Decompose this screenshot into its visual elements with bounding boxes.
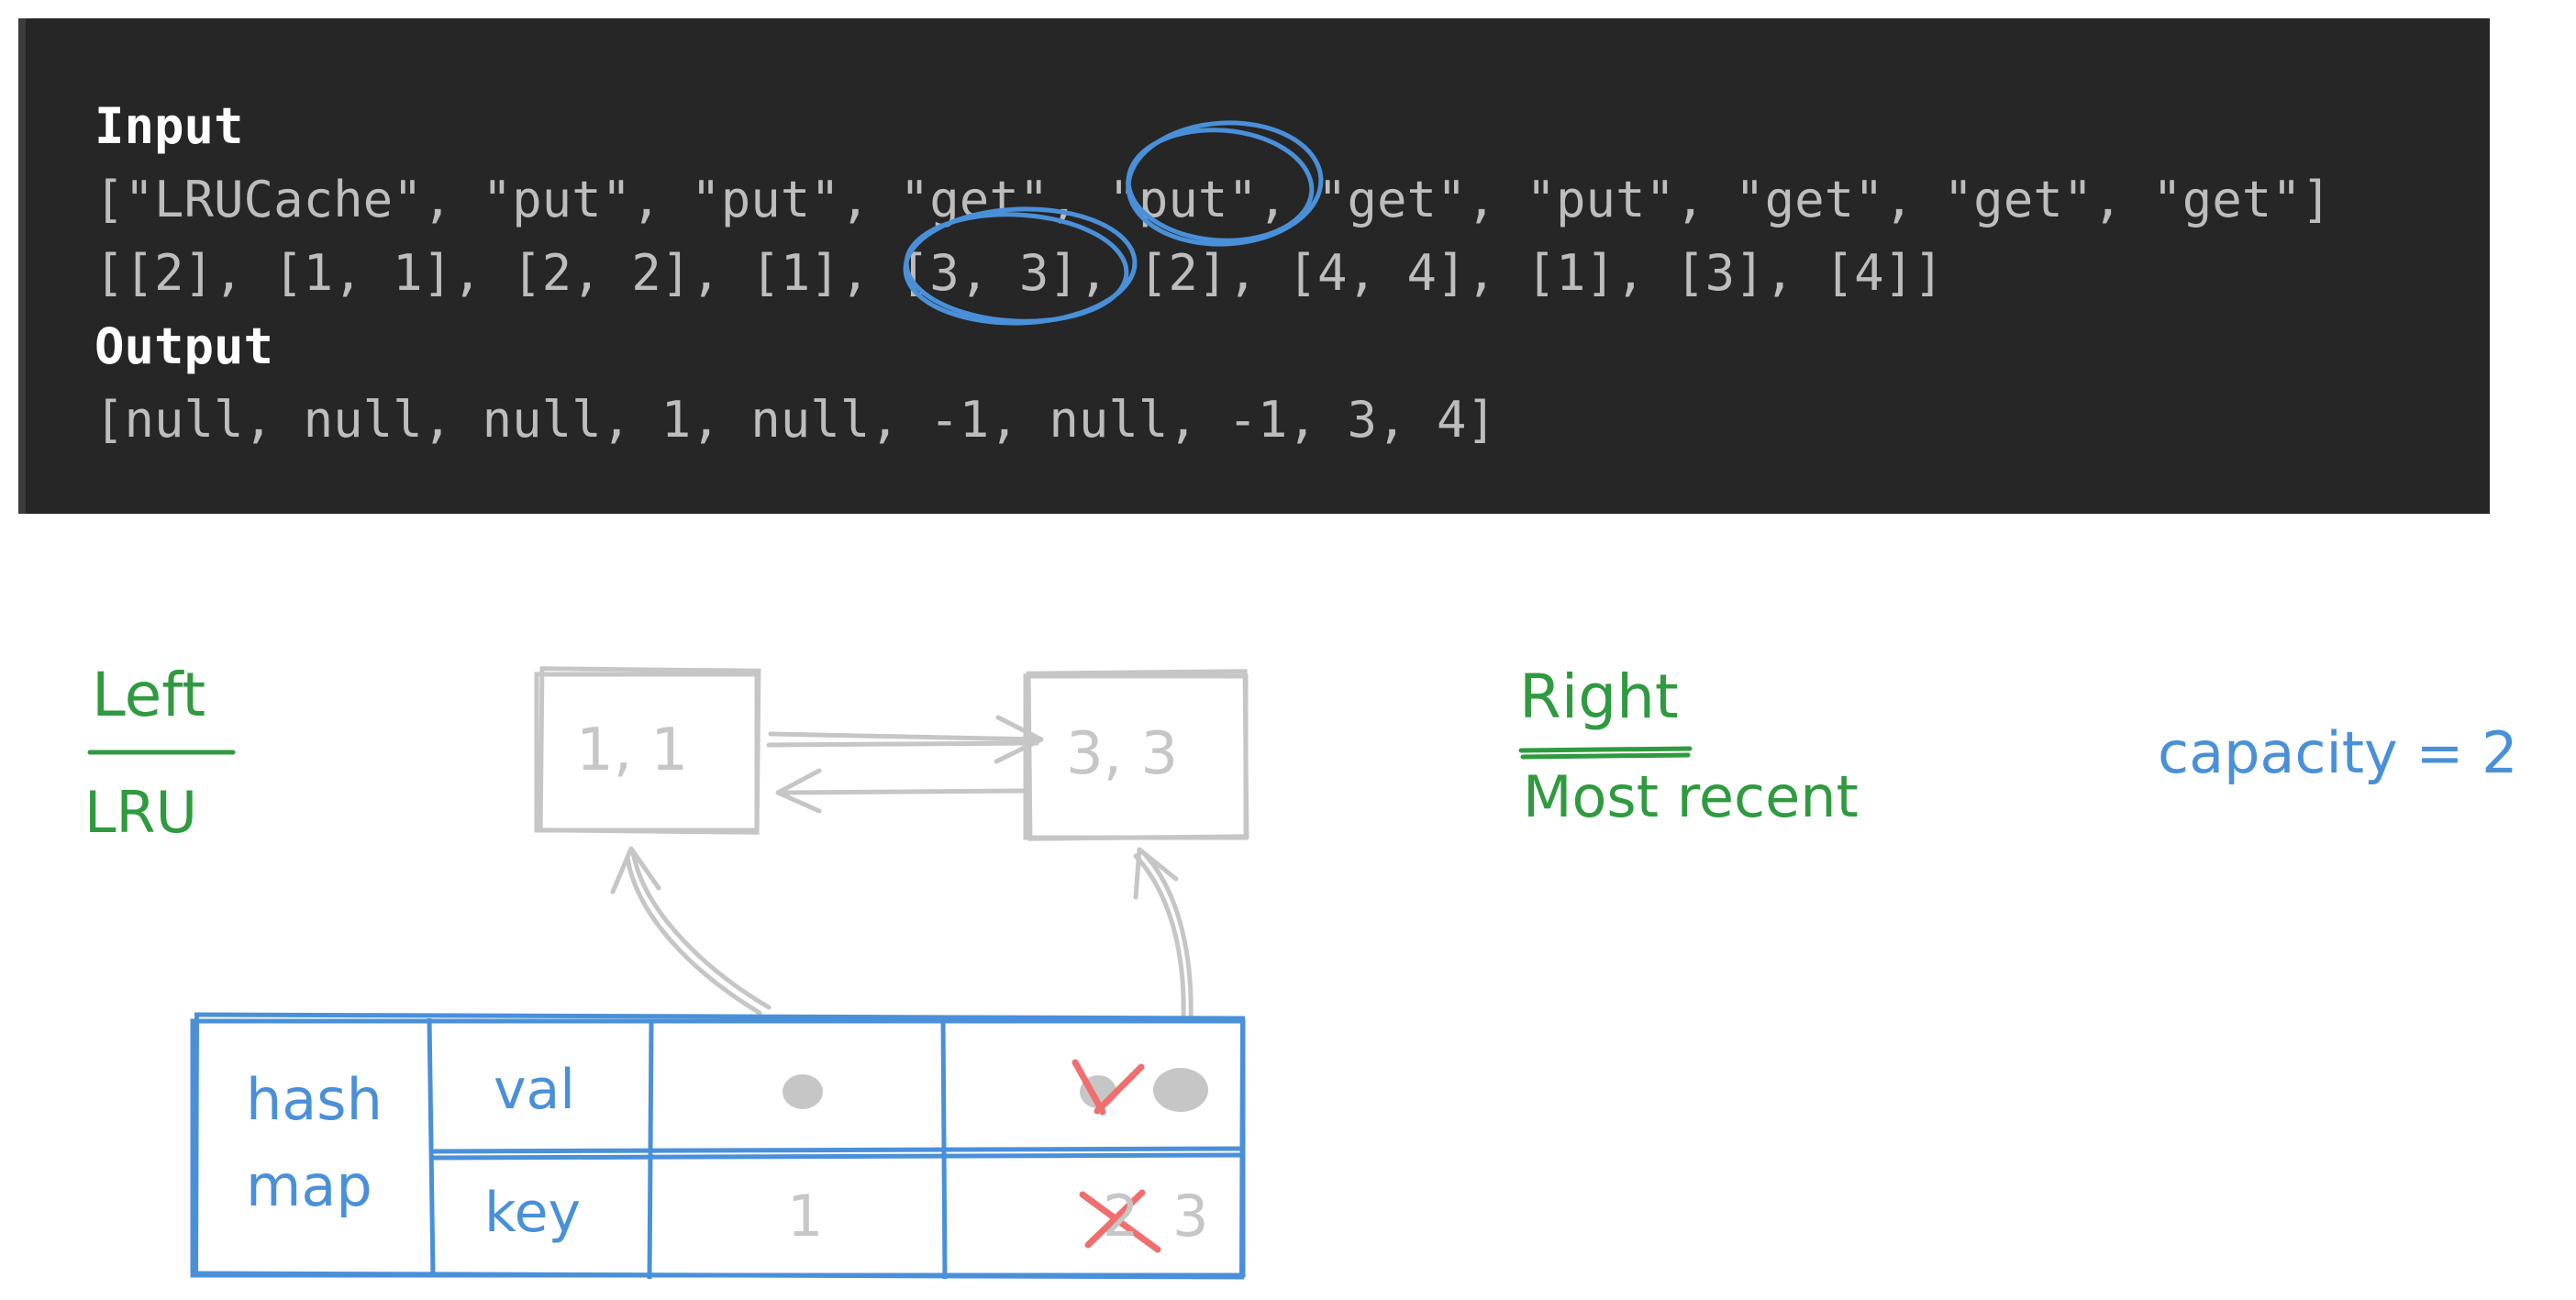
val-row-label: val xyxy=(494,1058,575,1122)
prev-arrow xyxy=(775,768,1026,814)
input-heading: Input xyxy=(94,97,244,155)
strike-mark-key xyxy=(1079,1189,1161,1253)
output-line: [null, null, null, 1, null, -1, null, -1… xyxy=(94,391,1497,449)
highlight-circle-put xyxy=(1126,120,1324,247)
pointer-arrow-lru xyxy=(610,846,772,1016)
right-sublabel: Most recent xyxy=(1523,763,1859,830)
key-cell-2-new: 3 xyxy=(1172,1183,1209,1250)
next-arrow xyxy=(766,715,1044,764)
highlight-circle-args xyxy=(903,206,1138,326)
code-panel: Input ["LRUCache", "put", "put", "get", … xyxy=(18,18,2490,514)
hashmap-title-line1: hash xyxy=(246,1066,383,1133)
pointer-arrow-most-recent xyxy=(1133,847,1194,1023)
hashmap-title-line2: map xyxy=(246,1152,372,1219)
val-pointer-dot-new xyxy=(1153,1068,1208,1112)
strike-mark-val xyxy=(1071,1059,1145,1116)
val-pointer-dot-1 xyxy=(783,1074,823,1109)
left-label: Left xyxy=(92,660,206,730)
right-label: Right xyxy=(1519,661,1679,732)
right-underline xyxy=(1518,746,1693,760)
left-sublabel: LRU xyxy=(84,779,198,846)
node-box-most-recent xyxy=(1023,669,1249,841)
hashmap-grid xyxy=(190,1012,1246,1280)
key-row-label: key xyxy=(484,1181,582,1245)
key-cell-1: 1 xyxy=(787,1183,824,1250)
operations-line: ["LRUCache", "put", "put", "get", "put",… xyxy=(94,171,2332,228)
node-box-lru xyxy=(534,666,761,835)
node-label-lru: 1, 1 xyxy=(576,717,689,784)
output-heading: Output xyxy=(94,317,274,375)
key-cell-2-old: 2 xyxy=(1103,1183,1139,1250)
capacity-label: capacity = 2 xyxy=(2158,719,2518,786)
arguments-line: [[2], [1, 1], [2, 2], [1], [3, 3], [2], … xyxy=(94,244,1944,302)
node-label-most-recent: 3, 3 xyxy=(1066,720,1179,788)
